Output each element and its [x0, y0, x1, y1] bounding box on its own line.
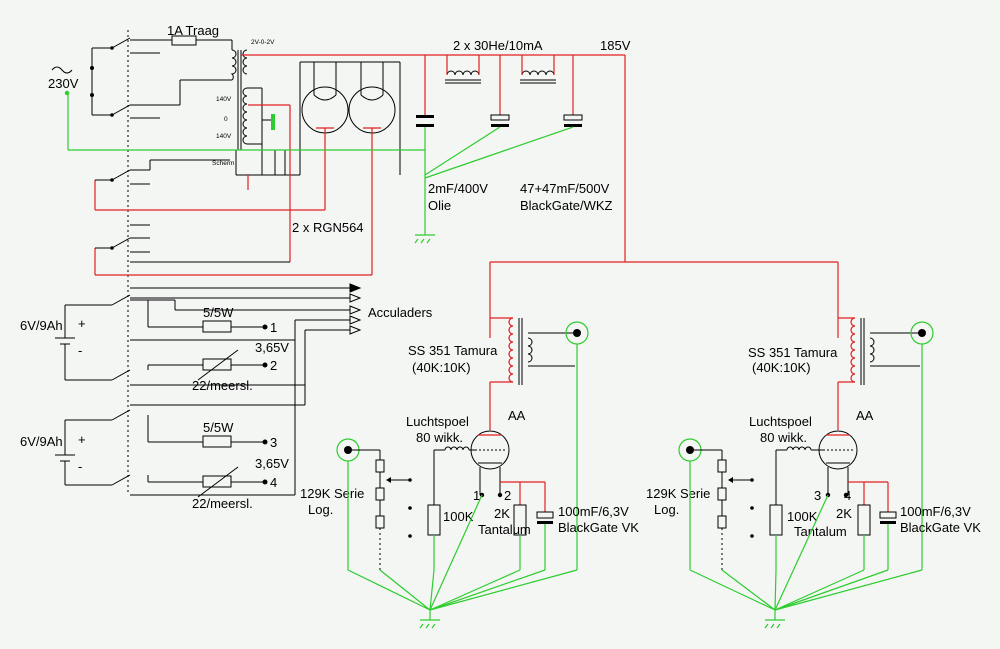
battery-2-plus: +: [78, 432, 86, 447]
mains-transformer: 2V-0-2V 140V 0 140V Scherm: [212, 39, 300, 176]
cap-bg-type-label: BlackGate/WKZ: [520, 198, 613, 213]
v365-1-label: 3,65V: [255, 340, 289, 355]
vol-right-label: 129K Serie: [646, 486, 710, 501]
rheo-2-label: 22/meersl.: [192, 496, 253, 511]
battery-2-minus: -: [78, 459, 82, 474]
air-coil-left-label: Luchtspoel: [406, 414, 469, 429]
filter-chokes: 2 x 30He/10mA 185V: [445, 38, 631, 84]
terminal-3-label: 3: [270, 435, 277, 450]
terminal-4-label: 4: [270, 475, 277, 490]
res-5w-1-label: 5/5W: [203, 305, 234, 320]
resistor-5w-1: [202, 320, 232, 333]
cath-cap-type-left-label: BlackGate VK: [558, 520, 639, 535]
heater-switches[interactable]: [95, 159, 290, 263]
cap-oil-type-label: Olie: [428, 198, 451, 213]
vol-log-left-label: Log.: [308, 502, 333, 517]
grid-res-left: [427, 504, 441, 536]
pin-r4-label: 4: [844, 488, 851, 503]
cath-res-type-right-label: Tantalum: [794, 524, 847, 539]
tube-left-label: AA: [508, 408, 526, 423]
cath-cap-left-label: 100mF/6,3V: [558, 504, 629, 519]
screen-label: Scherm: [212, 160, 234, 167]
air-coil-turns-right-label: 80 wikk.: [760, 430, 807, 445]
rheostat-2[interactable]: [202, 475, 232, 488]
transformer-tap-label: 2V-0-2V: [251, 39, 275, 46]
fuse: 1A Traag: [150, 23, 233, 119]
out-ratio-right-label: (40K:10K): [752, 360, 811, 375]
sec-140v-bottom-label: 140V: [216, 133, 232, 140]
grid-res-left-label: 100K: [443, 509, 474, 524]
battery-1-label: 6V/9Ah: [20, 318, 63, 333]
grid-res-right: [769, 504, 783, 536]
out-tx-right-label: SS 351 Tamura: [748, 345, 838, 360]
filter-capacitors: 2mF/400V Olie 47+47mF/500V BlackGate/WKZ: [67, 55, 613, 244]
sec-140v-top-label: 140V: [216, 96, 232, 103]
vol-log-right-label: Log.: [654, 502, 679, 517]
terminal-1-label: 1: [270, 320, 277, 335]
sec-0-label: 0: [224, 116, 228, 123]
battery-1-minus: -: [78, 343, 82, 358]
rectifiers-label: 2 x RGN564: [292, 220, 364, 235]
mains-input: 230V: [48, 47, 112, 116]
chargers-label: Acculaders: [368, 305, 433, 320]
rheostat-1[interactable]: [202, 358, 232, 371]
ac-symbol-icon: [51, 66, 73, 74]
right-channel: SS 351 Tamura (40K:10K) AA 3 4 Luchtspoe…: [646, 317, 981, 629]
resistor-5w-2: [202, 435, 232, 448]
cap-bg-value-label: 47+47mF/500V: [520, 181, 610, 196]
terminal-2-label: 2: [270, 358, 277, 373]
rectifier-tube-1-icon: [301, 86, 349, 134]
mains-voltage-label: 230V: [48, 76, 79, 91]
cath-cap-type-right-label: BlackGate VK: [900, 520, 981, 535]
battery-2-label: 6V/9Ah: [20, 434, 63, 449]
cath-res-left-label: 2K: [494, 506, 510, 521]
v365-2-label: 3,65V: [255, 456, 289, 471]
ht-wiring: [94, 54, 839, 338]
res-5w-2-label: 5/5W: [203, 420, 234, 435]
cath-res-right-label: 2K: [836, 506, 852, 521]
pin-l2-label: 2: [504, 488, 511, 503]
rectifier-tube-2-icon: [348, 86, 396, 134]
tube-right-label: AA: [856, 408, 874, 423]
battery-section-2: 6V/9Ah + - 3 5/5W 4 3,65V 22/meersl.: [20, 340, 306, 511]
ground-left-icon: [419, 619, 440, 629]
cath-cap-right-label: 100mF/6,3V: [900, 504, 971, 519]
b-plus-label: 185V: [600, 38, 631, 53]
grid-res-right-label: 100K: [787, 509, 818, 524]
chokes-label: 2 x 30He/10mA: [453, 38, 543, 53]
pin-r3-label: 3: [814, 488, 821, 503]
fuse-label: 1A Traag: [167, 23, 219, 38]
cath-res-type-left-label: Tantalum: [478, 522, 531, 537]
air-coil-right-label: Luchtspoel: [749, 414, 812, 429]
ground-right-icon: [764, 619, 785, 629]
cath-res-right: [857, 504, 871, 536]
screen-ground-marker: [271, 114, 275, 130]
battery-1-plus: +: [78, 316, 86, 331]
left-channel: SS 351 Tamura (40K:10K) AA 1 2 Luchtspoe…: [300, 317, 639, 629]
rectifier-tubes: 2 x RGN564: [292, 61, 401, 275]
vol-left-label: 129K Serie: [300, 486, 364, 501]
mains-switch[interactable]: [110, 37, 150, 119]
pin-l1-label: 1: [473, 488, 480, 503]
battery-section-1: 6V/9Ah + - 1 5/5W 2 3,65V 22/meersl.: [20, 283, 433, 393]
out-ratio-left-label: (40K:10K): [412, 360, 471, 375]
air-coil-turns-left-label: 80 wikk.: [416, 430, 463, 445]
cap-oil-value-label: 2mF/400V: [428, 181, 488, 196]
out-tx-left-label: SS 351 Tamura: [408, 343, 498, 358]
